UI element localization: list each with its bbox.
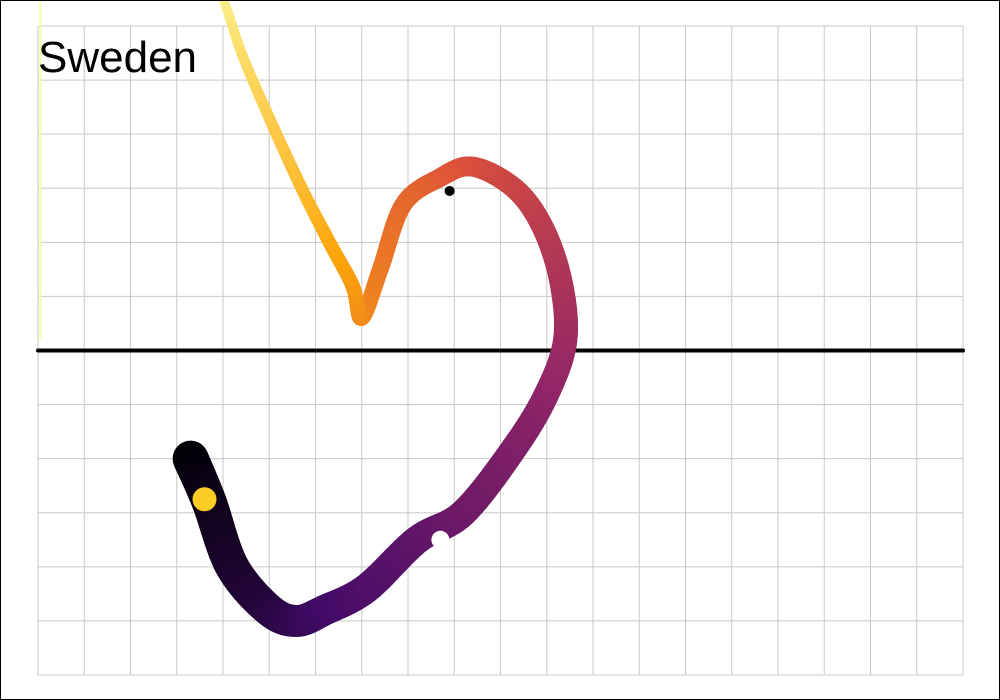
data-marker — [192, 487, 217, 512]
data-marker — [444, 185, 455, 196]
chart-title: Sweden — [38, 33, 197, 82]
trajectory-trail — [172, 1, 579, 637]
data-marker — [431, 530, 450, 549]
marker-layer — [192, 185, 455, 549]
